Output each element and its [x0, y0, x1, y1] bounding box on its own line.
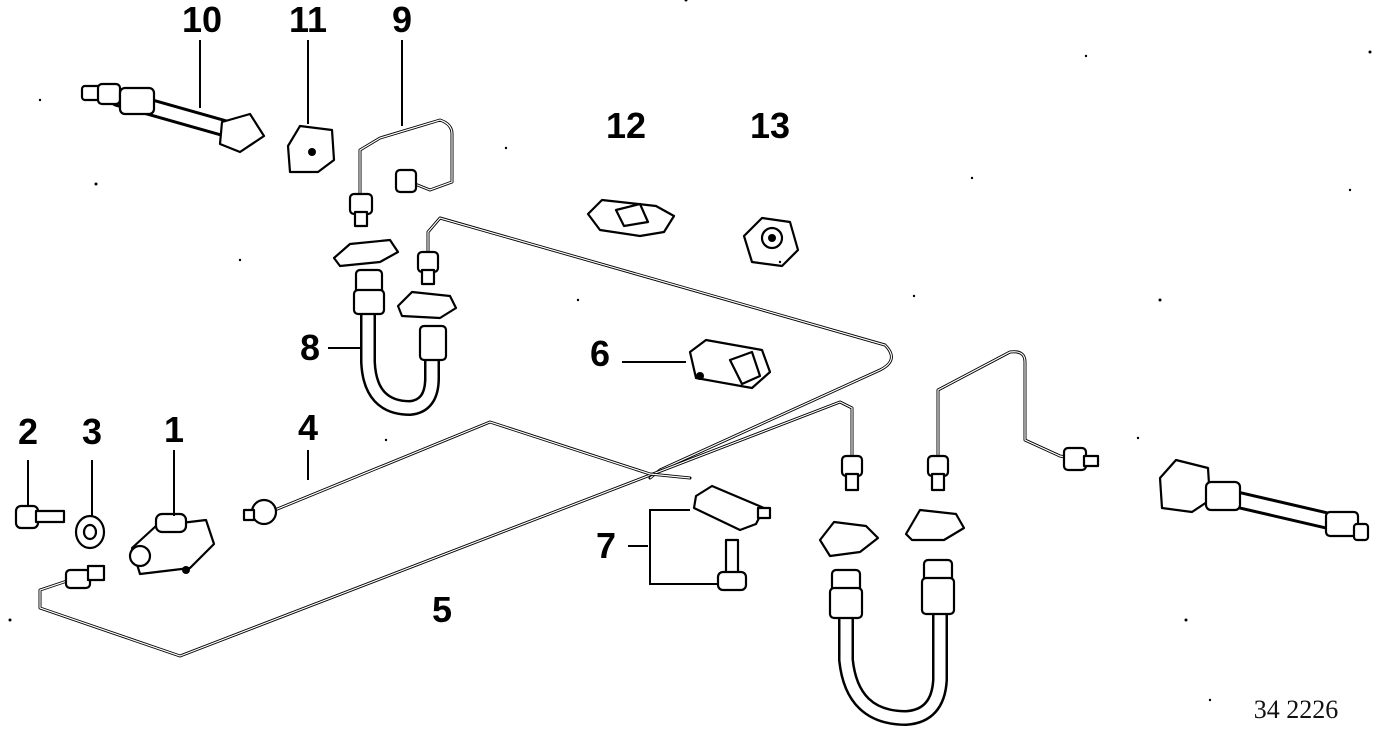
bracket-block-icon [688, 338, 772, 390]
callout-8: 8 [300, 327, 320, 368]
bolt-icon [14, 504, 66, 530]
scan-specks [8, 0, 1372, 702]
brake-hose-part-10 [80, 82, 266, 154]
brake-pipe-part-4 [268, 420, 692, 514]
grommet-part-13 [742, 216, 800, 268]
pipe-fitting-nut-icon [64, 168, 1100, 590]
callout-3: 3 [82, 411, 102, 452]
callout-12: 12 [606, 105, 646, 146]
leader-lines [27, 40, 718, 585]
callout-7: 7 [596, 525, 616, 566]
brake-hose-rear-right [1158, 458, 1370, 542]
callout-13: 13 [750, 105, 790, 146]
callout-9: 9 [392, 0, 412, 40]
callout-5: 5 [432, 589, 452, 630]
brake-pipe-right [936, 350, 1072, 460]
callout-4: 4 [298, 407, 318, 448]
pipe-end-fitting-icon [242, 498, 278, 526]
reference-number: 34 2226 [1254, 695, 1339, 724]
brake-pipe-part-9 [358, 118, 454, 198]
washer-icon [74, 514, 106, 550]
brake-pipe-long-rear [426, 216, 893, 480]
brake-hose-right [828, 558, 956, 727]
callout-11: 11 [289, 0, 327, 40]
t-piece-distributor-icon [128, 512, 216, 576]
callout-1: 1 [164, 409, 184, 450]
hose-mount-clip-icon [332, 238, 966, 558]
callout-6: 6 [590, 333, 610, 374]
brake-hose-part-8 [352, 268, 448, 417]
pipe-clip-part-12 [586, 198, 676, 238]
callout-2: 2 [18, 411, 38, 452]
brake-pipe-part-5 [38, 400, 854, 658]
hose-bracket-part-11 [286, 124, 336, 174]
pipe-clip-icon [692, 484, 772, 532]
callout-10: 10 [182, 0, 222, 40]
screw-icon [716, 538, 748, 592]
